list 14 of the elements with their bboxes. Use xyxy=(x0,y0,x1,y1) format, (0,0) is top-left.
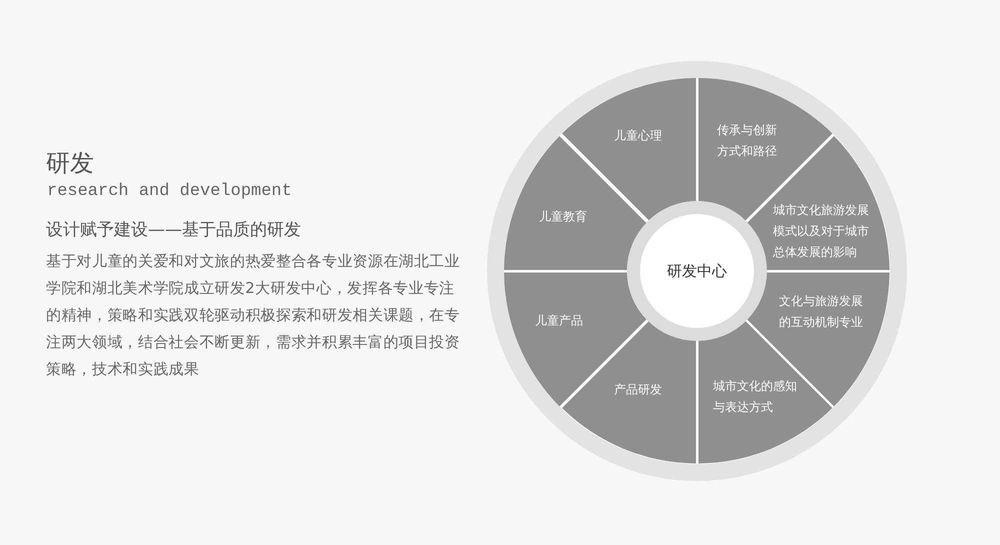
heading: 研发 xyxy=(46,148,94,178)
segment-label: 儿童心理 xyxy=(614,128,662,144)
wheel-segment xyxy=(697,78,834,222)
segment-label: 传承与创新方式和路径 xyxy=(717,122,778,160)
center-label: 研发中心 xyxy=(667,261,727,281)
subheading: research and development xyxy=(47,181,292,203)
segment-label: 儿童教育 xyxy=(539,208,587,226)
segment-label: 城市文化旅游发展模式以及对于城市总体发展的影响 xyxy=(772,202,870,261)
tagline: 设计赋予建设——基于品质的研发 xyxy=(46,219,301,242)
body-paragraph: 基于对儿童的关爱和对文旅的热爱整合各专业资源在湖北工业学院和湖北美术学院成立研发2大研发中心，发挥各专业专注的精神，策略和实践双轮驱动积极探索和研发相关课题，在专注两大领域，结合社会不断更新，需求并积累丰富的项目投资策略，技术和实践成果 xyxy=(46,251,461,380)
segment-label: 儿童产品 xyxy=(535,312,583,330)
segment-label: 城市文化的感知与表达方式 xyxy=(713,378,798,416)
segment-label: 产品研发 xyxy=(614,381,662,398)
segment-label: 文化与旅游发展的互动机制专业 xyxy=(778,293,864,331)
